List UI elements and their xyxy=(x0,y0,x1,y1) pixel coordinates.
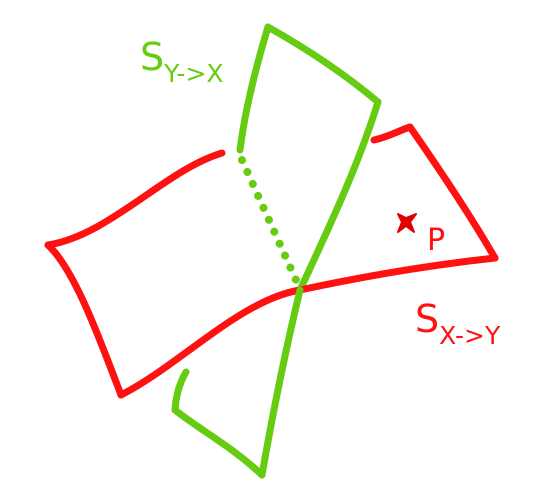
surface-s-yx-front xyxy=(171,286,304,479)
label-s-yx-base: S xyxy=(140,35,164,79)
surface-s-yx-lower-left-edge xyxy=(171,368,190,414)
surface-s-yx-top-edge xyxy=(264,23,382,106)
surface-s-yx-upper-left-edge xyxy=(236,23,272,154)
label-point-p: P xyxy=(427,223,445,258)
surface-s-yx-hidden-edge xyxy=(238,156,300,284)
point-p-marker xyxy=(397,213,417,233)
surface-s-yx-bottom-edge xyxy=(171,406,266,479)
surface-s-yx-right-edge-upper xyxy=(296,98,382,294)
surface-s-yx xyxy=(236,23,382,294)
label-s-yx-subscript: Y->X xyxy=(163,59,223,88)
label-s-xy-base: S xyxy=(415,297,439,341)
label-s-xy-subscript: X->Y xyxy=(439,321,501,350)
surface-s-xy-left-edge xyxy=(44,241,125,399)
label-s-xy: SX->Y xyxy=(415,297,501,350)
surface-s-xy-top-right-edge xyxy=(370,123,414,144)
surface-s-yx-lower-right-edge xyxy=(258,286,304,479)
point-p-star-icon xyxy=(397,213,417,233)
surface-s-xy xyxy=(44,123,499,399)
surface-s-xy-right-edge xyxy=(406,123,499,262)
label-s-yx: SY->X xyxy=(140,35,224,88)
surface-s-xy-top-left-edge xyxy=(44,149,226,249)
